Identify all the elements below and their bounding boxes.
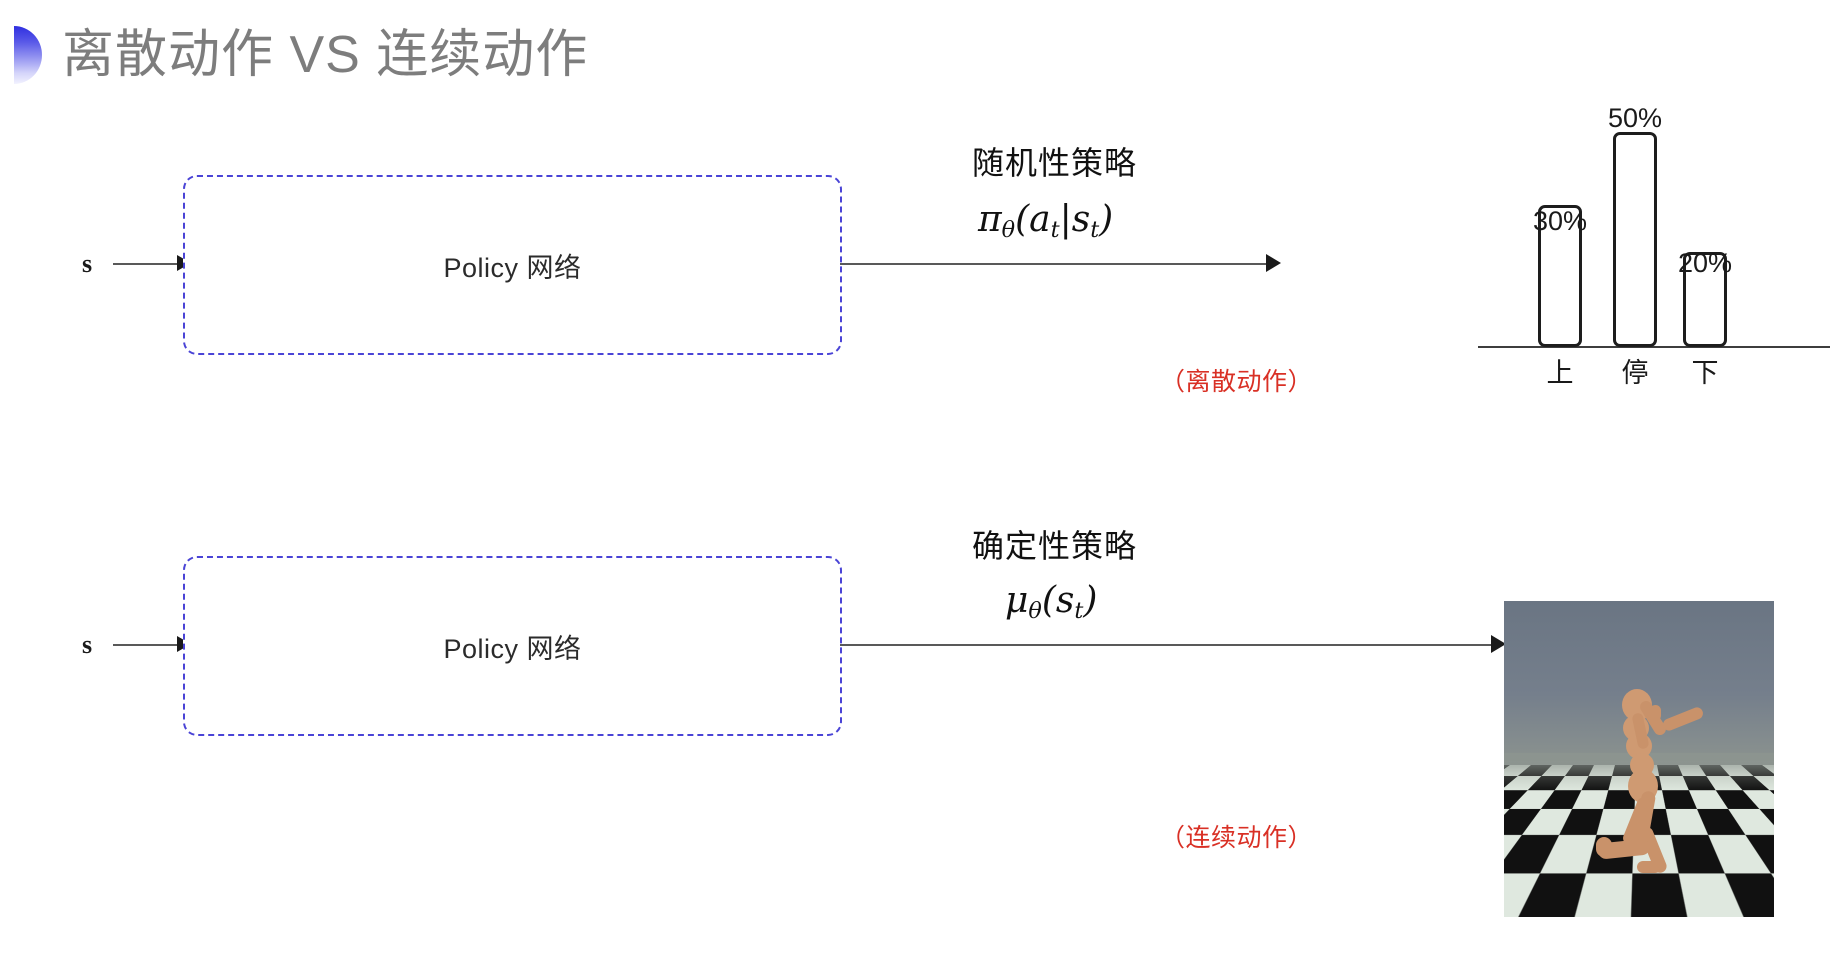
formula-args-open-2: (s	[1041, 580, 1075, 621]
formula-args-open: (a	[1015, 199, 1051, 240]
annotation-formula-continuous: μθ(st)	[1005, 580, 1097, 624]
formula-args-close-2: )	[1083, 580, 1098, 621]
output-arrow-head-discrete	[1266, 254, 1281, 272]
annotation-note-continuous: （连续动作）	[1160, 824, 1314, 852]
bar-2	[1683, 252, 1727, 347]
output-arrow-head-continuous	[1491, 635, 1506, 653]
bar-category-1: 停	[1621, 358, 1649, 388]
formula-args-mid: |s	[1059, 199, 1091, 240]
output-arrow-line-continuous	[840, 644, 1495, 646]
humanoid-simulation-image	[1504, 601, 1774, 917]
policy-network-label-continuous: Policy 网络	[443, 633, 582, 664]
annotation-title-continuous: 确定性策略	[972, 528, 1138, 564]
policy-network-box-continuous[interactable]: Policy 网络	[183, 556, 842, 736]
input-arrow-line-discrete	[113, 263, 181, 265]
policy-network-box-discrete[interactable]: Policy 网络	[183, 175, 842, 355]
formula-theta-2: θ	[1028, 598, 1042, 625]
formula-sub-t3: t	[1074, 598, 1084, 625]
bar-value-0: 30%	[1532, 206, 1588, 236]
formula-mu: μ	[1005, 580, 1029, 621]
policy-network-label-discrete: Policy 网络	[443, 252, 582, 283]
bar-0	[1538, 205, 1582, 347]
page-title: 离散动作 VS 连续动作	[62, 26, 589, 84]
sim-humanoid-foot-back	[1596, 837, 1612, 857]
input-arrow-line-continuous	[113, 644, 181, 646]
annotation-note-discrete: （离散动作）	[1160, 368, 1314, 396]
formula-sub-t2: t	[1090, 217, 1100, 244]
formula-theta: θ	[1001, 217, 1016, 244]
title-accent-shape-icon	[14, 26, 42, 84]
bar-category-2: 下	[1691, 358, 1719, 388]
formula-pi: π	[978, 199, 1002, 240]
bar-category-0: 上	[1546, 358, 1574, 388]
formula-sub-t1: t	[1050, 217, 1060, 244]
output-arrow-line-discrete	[840, 263, 1270, 265]
annotation-formula-discrete: πθ(at|st)	[978, 199, 1113, 243]
input-state-label-discrete: s	[82, 249, 93, 278]
input-state-label-continuous: s	[82, 630, 93, 659]
discrete-action-bar-chart: 30% 上 50% 停 20% 下	[1478, 96, 1830, 396]
annotation-title-discrete: 随机性策略	[972, 145, 1138, 181]
bar-value-2: 20%	[1677, 248, 1733, 278]
sim-humanoid-hand-right	[1650, 705, 1661, 721]
bar-value-1: 50%	[1607, 103, 1663, 133]
bar-1	[1613, 132, 1657, 347]
sim-humanoid-foot-front	[1637, 861, 1661, 873]
formula-args-close: )	[1099, 199, 1114, 240]
chart-axis-line	[1478, 346, 1830, 348]
